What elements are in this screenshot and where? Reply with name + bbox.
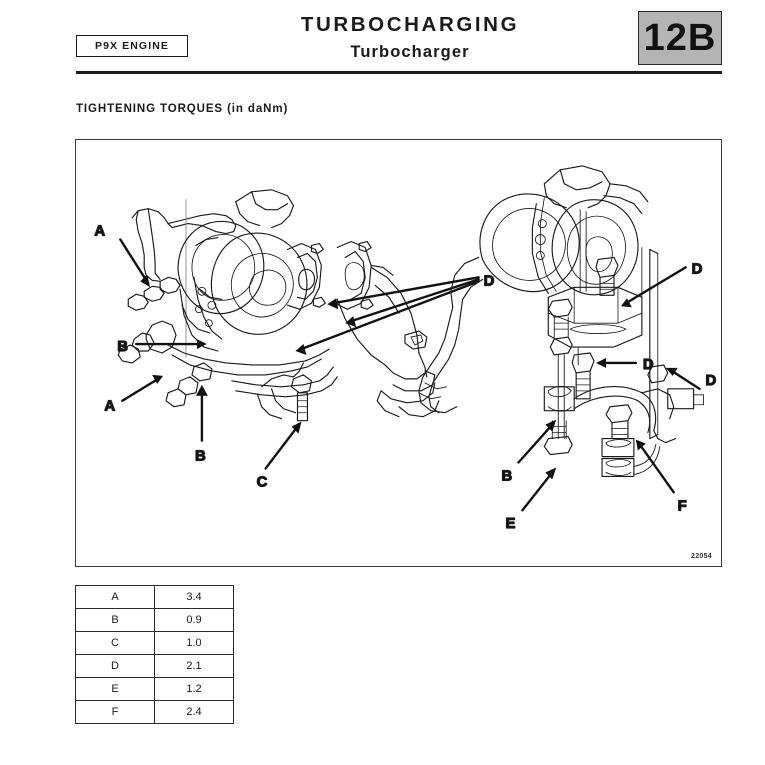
- torque-mark-cell: F: [75, 700, 155, 724]
- torque-value-cell: 1.0: [154, 631, 234, 655]
- callout-label-d-right-top: D: [692, 260, 703, 277]
- page-header: P9X ENGINE TURBOCHARGING Turbocharger 12…: [0, 0, 765, 90]
- right-callouts: [517, 266, 701, 512]
- torque-mark-cell: A: [75, 585, 155, 609]
- center-callout-d: [295, 276, 480, 355]
- torque-value-cell: 3.4: [154, 585, 234, 609]
- callout-label-d-right-low: D: [706, 372, 717, 389]
- callout-label-c: C: [257, 473, 268, 490]
- torque-value-cell: 2.4: [154, 700, 234, 724]
- title-block: TURBOCHARGING Turbocharger: [190, 12, 630, 64]
- callout-label-d-center: D: [484, 272, 495, 289]
- callout-label-b-upper: B: [117, 338, 128, 355]
- page-subtitle: Turbocharger: [350, 43, 470, 61]
- callout-label-d-right-mid: D: [643, 356, 654, 373]
- torque-mark-cell: B: [75, 608, 155, 632]
- torque-mark-cell: C: [75, 631, 155, 655]
- right-turbocharger-view: [418, 165, 704, 477]
- torque-value-cell: 0.9: [154, 608, 234, 632]
- torque-mark-cell: D: [75, 654, 155, 678]
- torque-mark-cell: E: [75, 677, 155, 701]
- chapter-badge: 12B: [638, 11, 722, 65]
- torque-value-cell: 1.2: [154, 677, 234, 701]
- callout-label-b-right: B: [502, 467, 513, 484]
- callout-label-a-top: A: [94, 223, 105, 240]
- chapter-badge-label: 12B: [643, 17, 717, 59]
- figure-id: 22054: [691, 553, 712, 560]
- page-title: TURBOCHARGING: [300, 13, 520, 36]
- callout-label-b-lower: B: [195, 447, 206, 464]
- engine-badge: P9X ENGINE: [76, 35, 188, 57]
- torque-value-cell: 2.1: [154, 654, 234, 678]
- figure-frame: A B A B C D: [75, 139, 722, 567]
- engine-badge-label: P9X ENGINE: [94, 40, 170, 52]
- header-divider: [76, 71, 722, 74]
- callout-label-e: E: [505, 515, 515, 532]
- callout-label-a-lower: A: [104, 398, 115, 415]
- turbocharger-diagram: A B A B C D: [94, 165, 717, 533]
- section-label: TIGHTENING TORQUES (in daNm): [76, 103, 289, 115]
- left-turbocharger-view: [117, 189, 440, 422]
- callout-label-f: F: [678, 497, 687, 514]
- left-callouts: [119, 238, 302, 470]
